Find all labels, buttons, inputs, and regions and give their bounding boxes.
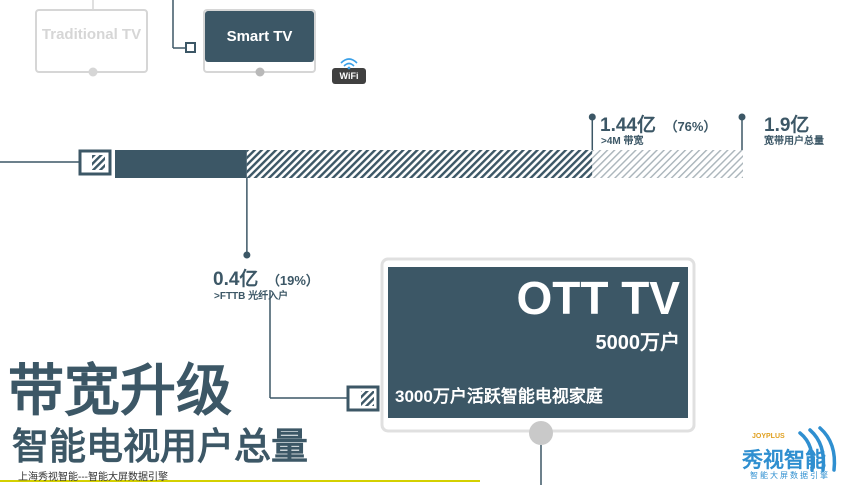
traditional-tv-label: Traditional TV: [41, 26, 142, 43]
joyplus-logo-icon: [798, 426, 837, 472]
high-speed-label: >4M 带宽: [601, 136, 644, 147]
headline-title: 带宽升级: [8, 359, 232, 422]
fttb-annotation: 0.4亿 （19%）: [213, 264, 319, 291]
fttb-value: 0.4亿: [213, 269, 259, 290]
logo-tagline: 智能大屏数据引擎: [750, 471, 830, 480]
bar-segment-remaining: [592, 150, 743, 178]
traditional-tv-stand-dot: [88, 67, 98, 77]
bar-segment-fttb: [115, 150, 247, 178]
logo-brand-small: JOYPLUS: [752, 433, 785, 440]
wifi-badge: [332, 68, 366, 84]
high-speed-annotation: 1.44亿 （76%）: [600, 110, 716, 137]
bar-segment-high-speed: [246, 150, 593, 178]
headline-subtitle: 智能电视用户总量: [12, 426, 308, 467]
ott-active-households: 3000万户活跃智能电视家庭: [395, 387, 603, 406]
connector-plug: [185, 42, 196, 53]
fttb-label: >FTTB 光纤入户: [214, 291, 289, 302]
total-label: 宽带用户总量: [764, 136, 824, 147]
ott-tv-screen: [388, 267, 688, 418]
total-value: 1.9亿: [764, 115, 810, 136]
ott-title: OTT TV: [516, 272, 680, 324]
plug-icon: [78, 149, 112, 176]
wifi-icon: [340, 58, 358, 67]
logo-brand: 秀视智能: [742, 449, 826, 472]
fttb-percent: （19%）: [266, 273, 319, 288]
smart-tv-stand-dot: [255, 67, 265, 77]
wifi-icon-dot: [347, 66, 351, 70]
ott-tv-stand-dot: [529, 421, 553, 445]
wifi-label: WiFi: [339, 71, 359, 81]
marker-dot-fttb: [243, 251, 251, 259]
plug-icon: [346, 385, 380, 412]
high-speed-percent: （76%）: [664, 119, 717, 134]
smart-tv-label: Smart TV: [205, 11, 314, 62]
marker-dot-high-speed: [588, 113, 596, 121]
high-speed-value: 1.44亿: [600, 115, 656, 136]
footer-source: 上海秀视智能---智能大屏数据引擎: [18, 472, 168, 483]
ott-users: 5000万户: [595, 332, 681, 354]
marker-dot-total: [738, 113, 746, 121]
